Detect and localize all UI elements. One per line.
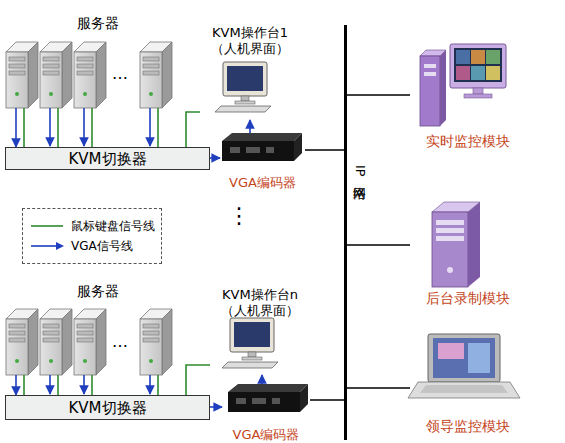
node-label: VGA编码器 xyxy=(233,427,300,443)
connector xyxy=(347,94,410,96)
server-icons xyxy=(6,42,172,108)
kvm-console: KVM操作台1 （人机界面） xyxy=(200,25,300,120)
server-wires xyxy=(24,375,158,395)
encoder-device xyxy=(228,384,308,412)
connector xyxy=(310,399,344,401)
connector xyxy=(347,387,410,389)
node-label: 服务器 xyxy=(77,283,119,300)
legend-row: VGA信号线 xyxy=(29,236,155,256)
legend-label: VGA信号线 xyxy=(71,238,133,255)
legend-row: 鼠标键盘信号线 xyxy=(29,216,155,236)
node-label: KVM切换器 xyxy=(68,399,146,417)
connector xyxy=(249,120,251,133)
vga-encoder: VGA编码器 xyxy=(220,133,305,191)
connector xyxy=(186,365,210,395)
server-group: 服务器 xyxy=(0,283,195,375)
connector xyxy=(305,149,344,151)
ellipsis-mark: … xyxy=(112,334,128,350)
node-label: VGA编码器 xyxy=(229,175,296,191)
connector xyxy=(186,112,200,147)
legend: 鼠标键盘信号线 VGA信号线 xyxy=(22,208,162,264)
leader-module: 领导监控模块 xyxy=(410,328,525,435)
legend-sample xyxy=(29,220,65,232)
connector xyxy=(15,108,17,147)
node-label: KVM切换器 xyxy=(68,150,146,168)
server-group: 服务器 xyxy=(0,15,195,108)
legend-arrowhead xyxy=(56,242,64,250)
ellipsis-mark: … xyxy=(112,66,128,82)
node-label: 服务器 xyxy=(77,15,119,32)
kvm-console: KVM操作台n （人机界面） xyxy=(210,287,310,375)
server-icons xyxy=(6,309,172,375)
ellipsis-mark: ⋮ xyxy=(228,205,250,227)
node-label: 领导监控模块 xyxy=(426,418,510,435)
console-computer xyxy=(215,62,271,112)
legend-line xyxy=(31,245,57,247)
recording-server xyxy=(432,202,480,287)
connector xyxy=(347,244,410,246)
connector xyxy=(261,375,263,384)
connector xyxy=(15,375,17,395)
node-label: IP网络 xyxy=(352,165,368,177)
vga-encoder: VGA编码器 xyxy=(222,384,310,443)
kvm-switch: KVM切换器 xyxy=(5,395,210,420)
node-label: 实时监控模块 xyxy=(426,133,510,150)
console-computer xyxy=(222,318,278,368)
monitor-pc xyxy=(420,44,506,126)
recording-module: 后台录制模块 xyxy=(410,195,525,307)
ip-network-bus: IP网络 xyxy=(344,25,347,440)
legend-sample xyxy=(29,240,65,252)
kvm-switch: KVM切换器 xyxy=(5,147,210,170)
node-label: KVM操作台n （人机界面） xyxy=(210,287,310,318)
legend-label: 鼠标键盘信号线 xyxy=(71,218,155,235)
monitor-module: 实时监控模块 xyxy=(410,40,525,150)
encoder-device xyxy=(222,133,302,161)
node-label: 后台录制模块 xyxy=(426,290,510,307)
laptop xyxy=(408,334,520,398)
node-label: KVM操作台1 （人机界面） xyxy=(200,25,300,56)
connector xyxy=(210,406,222,408)
server-wires xyxy=(24,108,158,147)
legend-line xyxy=(31,225,63,227)
connector xyxy=(210,157,220,159)
